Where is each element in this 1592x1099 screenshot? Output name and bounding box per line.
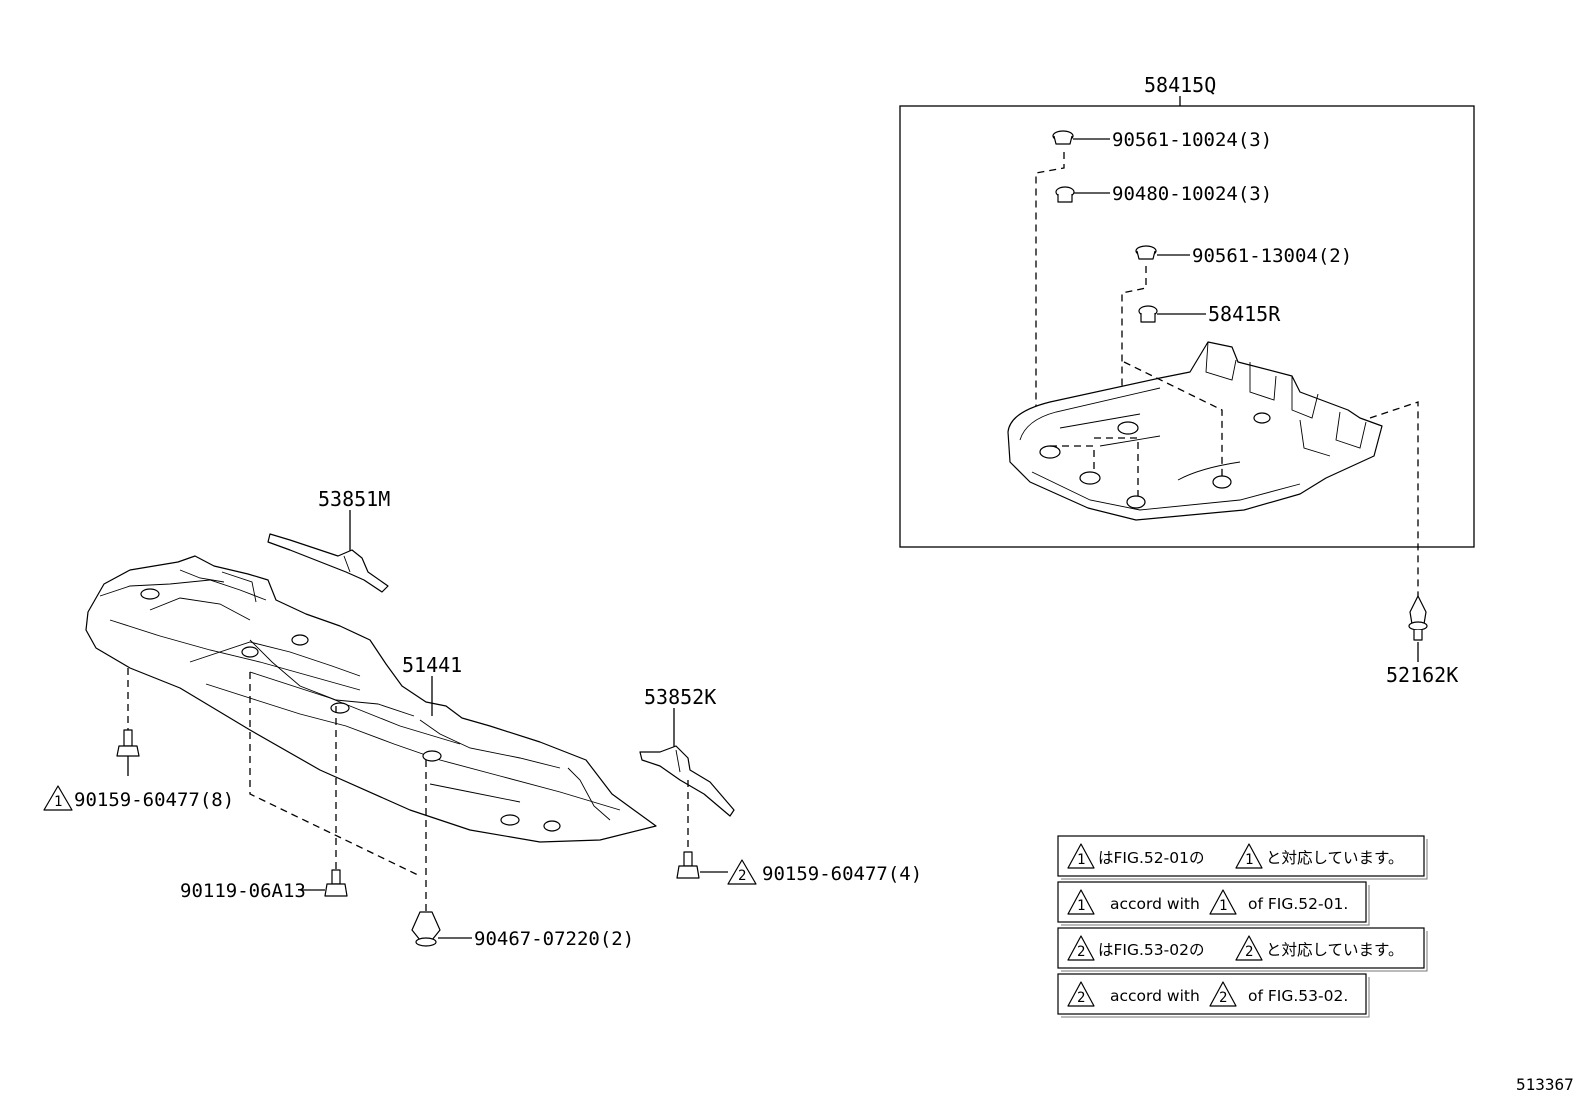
notes: 1 はFIG.52-01の 1 と対応しています。 1 accord with …: [1057, 835, 1428, 1018]
note-marker: 2: [1245, 944, 1253, 960]
svg-text:1: 1: [54, 794, 62, 810]
note-row: 1 accord with 1 of FIG.52-01.: [1057, 881, 1370, 926]
figure-number: 513367: [1516, 1075, 1574, 1094]
note-marker: 2: [1077, 990, 1085, 1006]
label-53851M[interactable]: 53851M: [318, 487, 390, 511]
nut-58415R[interactable]: [1138, 305, 1158, 323]
note-suffix: of FIG.52-01.: [1248, 895, 1348, 913]
marker-2-bolt: 2: [727, 859, 757, 885]
cap-90561-13004[interactable]: [1135, 245, 1157, 260]
note-marker: 2: [1077, 944, 1085, 960]
bolt-90159-60477-4[interactable]: [676, 851, 700, 879]
note-marker: 2: [1219, 990, 1227, 1006]
note-marker: 1: [1077, 898, 1085, 914]
label-90467-07220[interactable]: 90467-07220(2): [474, 928, 634, 950]
assembly-51441: 53851M 5144: [43, 487, 922, 950]
label-58415R[interactable]: 58415R: [1208, 302, 1281, 326]
clip-52162K[interactable]: [1408, 595, 1428, 641]
nut-90480-10024[interactable]: [1055, 186, 1075, 203]
label-53852K[interactable]: 53852K: [644, 685, 716, 709]
note-prefix: accord with: [1110, 895, 1200, 913]
label-90480-10024[interactable]: 90480-10024(3): [1112, 183, 1272, 205]
marker-1-bolt: 1: [43, 785, 73, 811]
note-row: 2 accord with 2 of FIG.53-02.: [1057, 973, 1370, 1018]
note-marker: 1: [1219, 898, 1227, 914]
assembly-box-58415Q: [899, 105, 1475, 548]
label-90159-60477-4[interactable]: 90159-60477(4): [762, 863, 922, 885]
label-52162K[interactable]: 52162K: [1386, 663, 1458, 687]
note-prefix: はFIG.53-02の: [1098, 941, 1204, 959]
note-prefix: はFIG.52-01の: [1098, 849, 1204, 867]
note-row: 1 はFIG.52-01の 1 と対応しています。: [1057, 835, 1428, 880]
note-row: 2 はFIG.53-02の 2 と対応しています。: [1057, 927, 1428, 972]
assembly-58415Q: 58415Q 90561-10024(3) 90480-10024(3) 905…: [899, 73, 1475, 687]
note-suffix: と対応しています。: [1266, 849, 1404, 867]
label-58415Q[interactable]: 58415Q: [1144, 73, 1216, 97]
bracket-53852K[interactable]: [639, 745, 735, 817]
cap-90561-10024[interactable]: [1052, 130, 1074, 145]
svg-text:2: 2: [738, 868, 746, 884]
undercover-51441[interactable]: [85, 555, 657, 843]
cover-58415Q[interactable]: [1007, 341, 1383, 521]
bolt-90119-06A13[interactable]: [324, 869, 348, 897]
label-90159-60477-8[interactable]: 90159-60477(8): [74, 789, 234, 811]
note-marker: 1: [1245, 852, 1253, 868]
label-90119-06A13[interactable]: 90119-06A13: [180, 880, 306, 902]
note-suffix: of FIG.53-02.: [1248, 987, 1348, 1005]
note-marker: 1: [1077, 852, 1085, 868]
label-51441[interactable]: 51441: [402, 653, 462, 677]
label-90561-10024[interactable]: 90561-10024(3): [1112, 129, 1272, 151]
note-suffix: と対応しています。: [1266, 941, 1404, 959]
clip-90467-07220[interactable]: [411, 911, 441, 947]
bolt-90159-60477-8[interactable]: [116, 729, 140, 757]
label-90561-13004[interactable]: 90561-13004(2): [1192, 245, 1352, 267]
note-prefix: accord with: [1110, 987, 1200, 1005]
bracket-53851M[interactable]: [267, 533, 389, 593]
